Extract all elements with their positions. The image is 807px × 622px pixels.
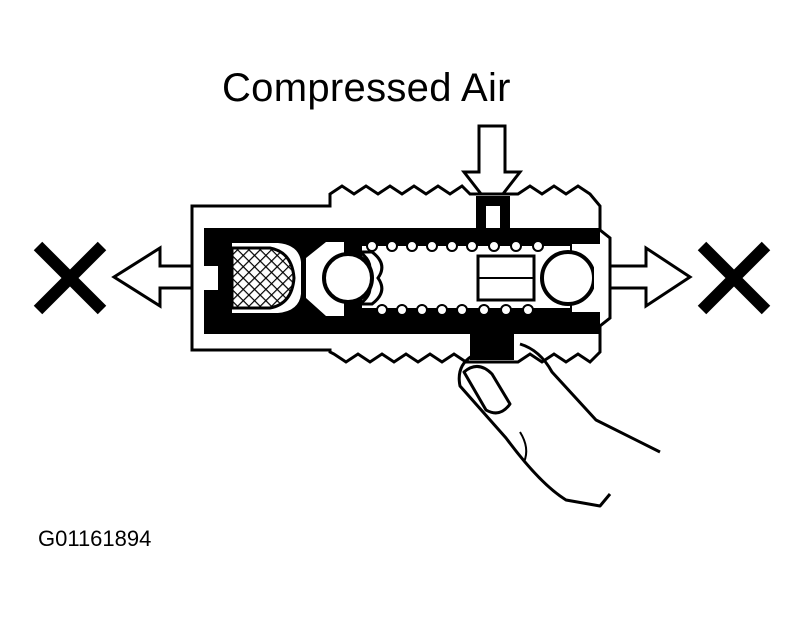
valve-body bbox=[190, 184, 612, 364]
figure-code-label: G01161894 bbox=[38, 526, 152, 551]
finger-illustration bbox=[457, 342, 661, 508]
x-mark-icon bbox=[697, 241, 771, 315]
compressed-air-label: Compressed Air bbox=[222, 66, 511, 110]
arrow-right-icon bbox=[600, 245, 693, 309]
arrow-down-icon bbox=[460, 124, 524, 211]
x-mark-icon bbox=[33, 241, 107, 315]
